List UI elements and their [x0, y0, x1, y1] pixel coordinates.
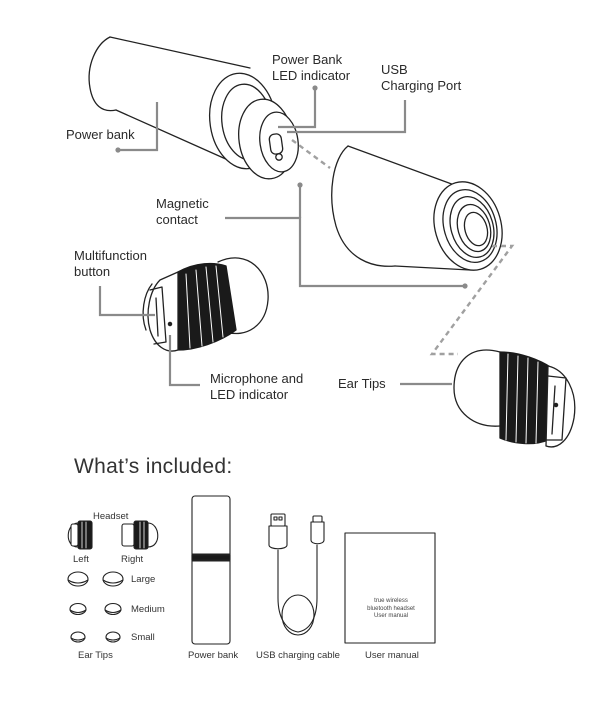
leader-dots — [115, 85, 468, 289]
ear-tips-included-label: Ear Tips — [78, 650, 113, 661]
ear-tips-label: Ear Tips — [338, 376, 386, 391]
usb-port-label-line2: Charging Port — [381, 78, 462, 93]
microphone-label-line2: LED indicator — [210, 387, 289, 402]
headset-right-icon — [121, 520, 159, 550]
power-bank-label: Power bank — [66, 127, 135, 142]
magnetic-contact-label-line2: contact — [156, 212, 198, 227]
power-bank-illustration — [88, 36, 299, 180]
usb-cable-icon — [268, 513, 325, 636]
multifunction-label-line1: Multifunction — [74, 248, 147, 263]
right-label: Right — [121, 554, 144, 565]
earbud-left-illustration — [142, 257, 269, 352]
user-manual-label: User manual — [365, 650, 419, 661]
magnetic-contact-label-line1: Magnetic — [156, 196, 209, 211]
included-power-bank-icon — [191, 495, 231, 645]
microphone-label-line1: Microphone and — [210, 371, 304, 386]
whats-included-title: What’s included: — [74, 455, 233, 478]
charging-cap-illustration — [331, 145, 503, 271]
manual-cover-line3: User manual — [373, 613, 408, 619]
tip-size-medium-label: Medium — [131, 604, 165, 615]
tip-size-small-label: Small — [131, 632, 155, 643]
power-bank-included-label: Power bank — [188, 650, 239, 661]
ear-tip-medium-icons — [69, 602, 122, 616]
usb-cable-label: USB charging cable — [256, 650, 340, 661]
leader-lines — [98, 88, 465, 387]
multifunction-label-line2: button — [74, 264, 111, 279]
manual-cover-line1: true wireless — [374, 598, 408, 604]
ear-tip-large-icons — [67, 571, 124, 587]
power-bank-led-label-line2: LED indicator — [272, 68, 351, 83]
headset-label: Headset — [93, 511, 129, 522]
manual-cover-line2: bluetooth headset — [367, 605, 415, 612]
left-label: Left — [73, 554, 89, 565]
tip-size-large-label: Large — [131, 574, 156, 585]
headset-left-icon — [67, 520, 93, 550]
earbud-right-illustration — [453, 349, 576, 448]
user-manual-icon — [344, 532, 436, 644]
manual-cover-text: true wireless bluetooth headset User man… — [348, 598, 434, 621]
alignment-dashed-lines — [291, 139, 515, 356]
usb-port-label-line1: USB — [381, 62, 408, 77]
ear-tip-small-icons — [70, 631, 121, 643]
power-bank-led-label-line1: Power Bank — [272, 52, 343, 67]
